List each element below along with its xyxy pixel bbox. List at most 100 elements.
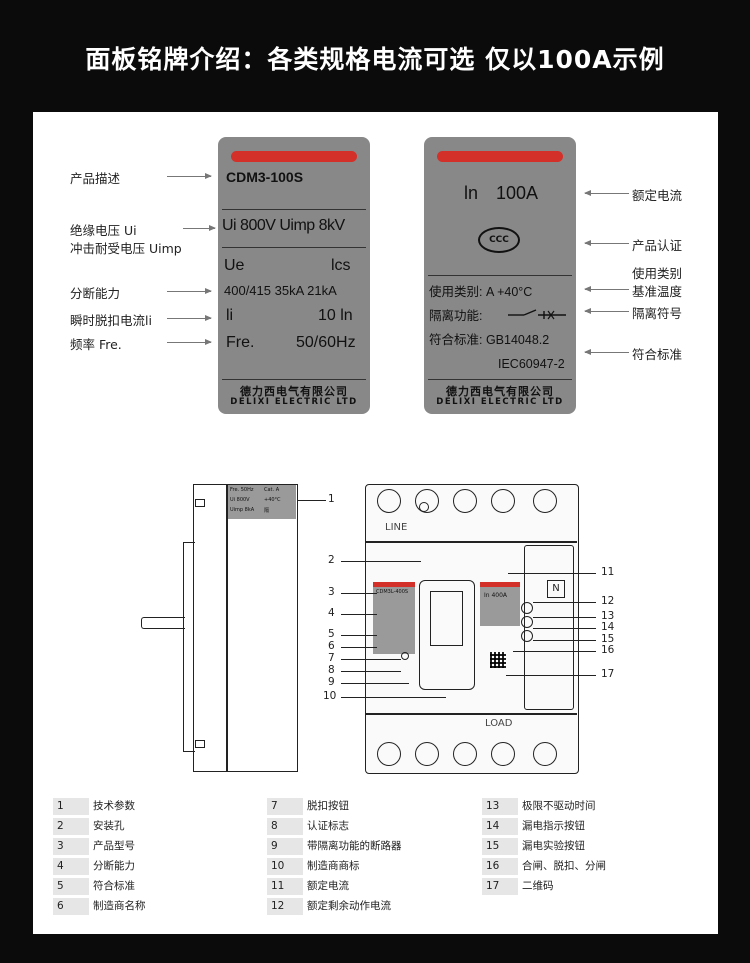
side-plate-text: Fre. 50Hz <box>230 487 254 493</box>
front-bottom-divider <box>366 713 577 715</box>
legend-text: 安装孔 <box>93 820 125 832</box>
terminal-screw-icon <box>491 489 515 513</box>
callout-number: 14 <box>601 621 615 633</box>
plate-li-value: 10 ln <box>318 307 353 324</box>
content-panel: 产品描述 绝缘电压 Ui 冲击耐受电压 Uimp 分断能力 瞬时脱扣电流li 频… <box>33 112 718 934</box>
plate-ics: lcs <box>331 257 351 274</box>
arrow-product-desc <box>167 173 212 179</box>
legend-text: 额定电流 <box>307 880 349 892</box>
side-plate-text: Cat. A <box>264 487 280 493</box>
terminal-screw-icon <box>453 489 477 513</box>
plate-li: li <box>226 307 234 324</box>
trip-button <box>401 652 409 660</box>
legend-num: 11 <box>267 878 303 895</box>
plate-brand-en: DELIXI ELECTRIC LTD <box>436 397 564 407</box>
terminal-screw-icon <box>415 742 439 766</box>
legend-text: 制造商商标 <box>307 860 360 872</box>
callout-number: 4 <box>328 607 335 619</box>
legend-num: 1 <box>53 798 89 815</box>
side-handle <box>141 617 185 629</box>
side-clip <box>195 740 205 748</box>
leakage-button-icon <box>521 630 533 642</box>
label-insulation-voltage: 绝缘电压 Ui <box>70 223 137 238</box>
label-product-desc: 产品描述 <box>70 171 121 186</box>
arrow-rated-current <box>584 190 629 196</box>
plate-ue: Ue <box>224 257 245 274</box>
legend-text: 认证标志 <box>307 820 349 832</box>
legend-num: 14 <box>482 818 518 835</box>
legend-num: 13 <box>482 798 518 815</box>
side-seam <box>226 485 228 771</box>
legend-num: 5 <box>53 878 89 895</box>
legend-text: 技术参数 <box>93 800 135 812</box>
arrow-isolation <box>584 308 629 314</box>
side-tech-plate: Fre. 50Hz Cat. A Ui 800V +40°C Uimp 8kA … <box>228 485 296 519</box>
side-plate-text: 隔 <box>264 508 270 514</box>
terminal-screw-icon <box>453 742 477 766</box>
arrow-voltage <box>183 225 216 231</box>
front-tech-plate: CDM3L-400S <box>373 582 415 654</box>
terminal-screw-icon <box>377 742 401 766</box>
label-standard: 符合标准 <box>632 347 683 362</box>
legend-num: 9 <box>267 838 303 855</box>
callout-number: 15 <box>601 633 615 645</box>
plate-brand-cn: 德力西电气有限公司 <box>446 385 554 398</box>
label-category: 使用类别 <box>632 266 683 281</box>
ccc-certification-icon: CCC <box>478 227 520 253</box>
leader-line <box>533 640 596 641</box>
mounting-hole <box>419 502 429 512</box>
breaker-side-view: Fre. 50Hz Cat. A Ui 800V +40°C Uimp 8kA … <box>193 484 298 772</box>
plate-red-bar <box>373 582 415 587</box>
legend-num: 8 <box>267 818 303 835</box>
legend-text: 带隔离功能的断路器 <box>307 840 402 852</box>
plate-red-bar <box>480 582 520 587</box>
front-current-plate: In 400A <box>480 582 520 626</box>
label-breaking-capacity: 分断能力 <box>70 286 121 301</box>
side-plate-text: Ui 800V <box>230 497 250 503</box>
page-title: 面板铭牌介绍：各类规格电流可选 仅以100A示例 <box>85 45 665 74</box>
legend-num: 17 <box>482 878 518 895</box>
plate-standard1: 符合标准: GB14048.2 <box>429 333 550 347</box>
plate-fre: Fre. <box>226 334 255 351</box>
load-label: LOAD <box>485 718 513 729</box>
qr-code-icon <box>490 652 506 668</box>
legend-num: 10 <box>267 858 303 875</box>
arrow-instant-trip <box>167 315 212 321</box>
label-ref-temp: 基准温度 <box>632 284 683 299</box>
plate-brand-en: DELIXI ELECTRIC LTD <box>230 397 358 407</box>
legend-text: 额定剩余动作电流 <box>307 900 391 912</box>
plate-divider <box>428 379 572 380</box>
terminal-screw-icon <box>491 742 515 766</box>
leader-line <box>533 617 596 618</box>
leakage-test-icon <box>521 616 533 628</box>
n-terminal-icon: N <box>547 580 565 598</box>
arrow-ref-temp <box>584 286 629 292</box>
callout-number: 7 <box>328 652 335 664</box>
legend-num: 2 <box>53 818 89 835</box>
legend-text: 制造商名称 <box>93 900 146 912</box>
callout-number: 2 <box>328 554 335 566</box>
plate-in-label: ln <box>464 183 479 203</box>
leader-line <box>533 602 596 603</box>
side-clip <box>195 499 205 507</box>
plate-isolation: 隔离功能: <box>429 309 483 323</box>
leader-line <box>508 573 596 574</box>
plate-brand-cn: 德力西电气有限公司 <box>240 385 348 398</box>
legend-num: 7 <box>267 798 303 815</box>
handle-toggle <box>430 591 463 646</box>
legend-num: 4 <box>53 858 89 875</box>
leakage-indicator-icon <box>521 602 533 614</box>
plate-category: 使用类别: A +40°C <box>429 285 533 299</box>
front-plate-model: CDM3L-400S <box>376 589 409 595</box>
plate-divider <box>222 247 366 248</box>
arrow-breaking <box>167 288 212 294</box>
terminal-screw-icon <box>415 489 439 513</box>
legend-num: 6 <box>53 898 89 915</box>
callout-number: 16 <box>601 644 615 656</box>
callout-number: 17 <box>601 668 615 680</box>
leader-line <box>513 651 596 652</box>
plate-fre-value: 50/60Hz <box>296 334 356 351</box>
legend-text: 产品型号 <box>93 840 135 852</box>
legend-text: 漏电实验按钮 <box>522 840 585 852</box>
legend-text: 极限不驱动时间 <box>522 800 596 812</box>
